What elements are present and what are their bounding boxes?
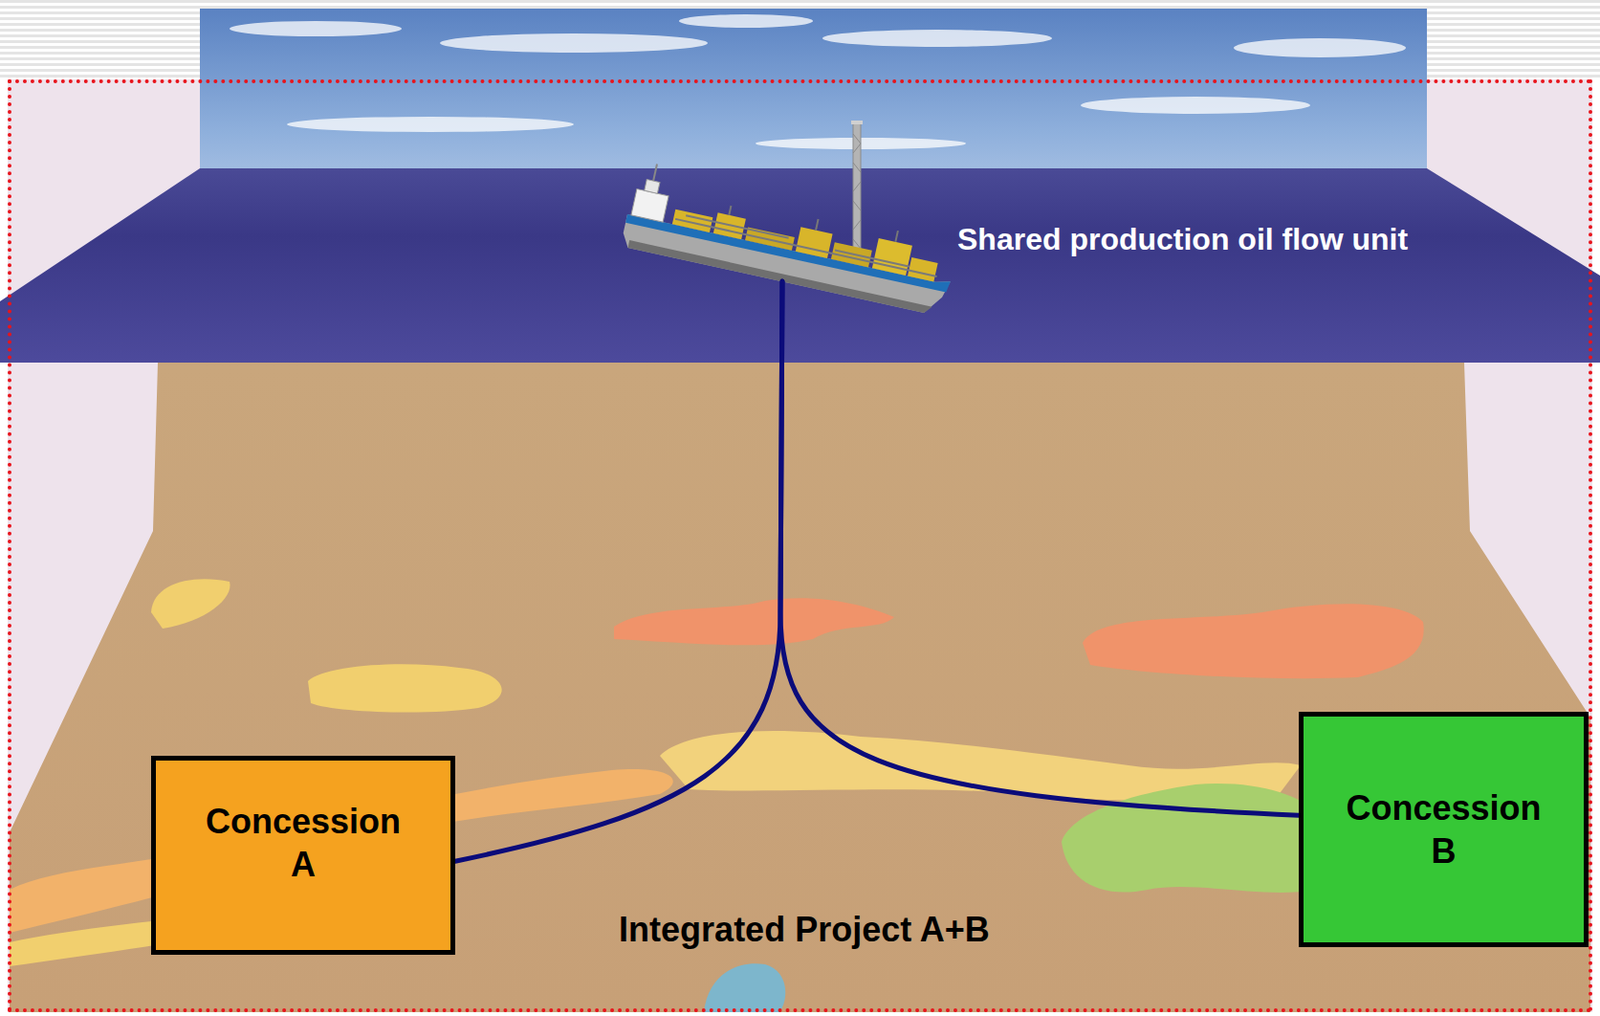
project-region-label: Integrated Project A+B: [613, 907, 996, 953]
sea-floor: [9, 362, 1591, 1012]
concession-box: Concession B: [1298, 711, 1589, 947]
reservoir-patches: [9, 578, 1425, 1012]
flowline: [780, 281, 1299, 815]
flowline: [455, 281, 783, 861]
concession-box-label: Concession A: [196, 799, 410, 886]
concession-box-label: Concession B: [1336, 786, 1551, 873]
ocean: [0, 168, 1600, 363]
text-holder: Shared production oil flow unit: [957, 221, 1408, 258]
production-unit-label: Shared production oil flow unit: [957, 221, 1408, 258]
concession-box: Concession A: [151, 755, 456, 955]
project-region: Integrated Project A+B Shared production …: [7, 79, 1593, 1012]
clouds: [229, 14, 1406, 150]
production-unit: Shared production oil flow unit: [627, 114, 1489, 282]
text-holder: Integrated Project A+B: [613, 907, 996, 953]
fpso-ship: [620, 159, 963, 317]
flare-tower: [851, 120, 863, 262]
